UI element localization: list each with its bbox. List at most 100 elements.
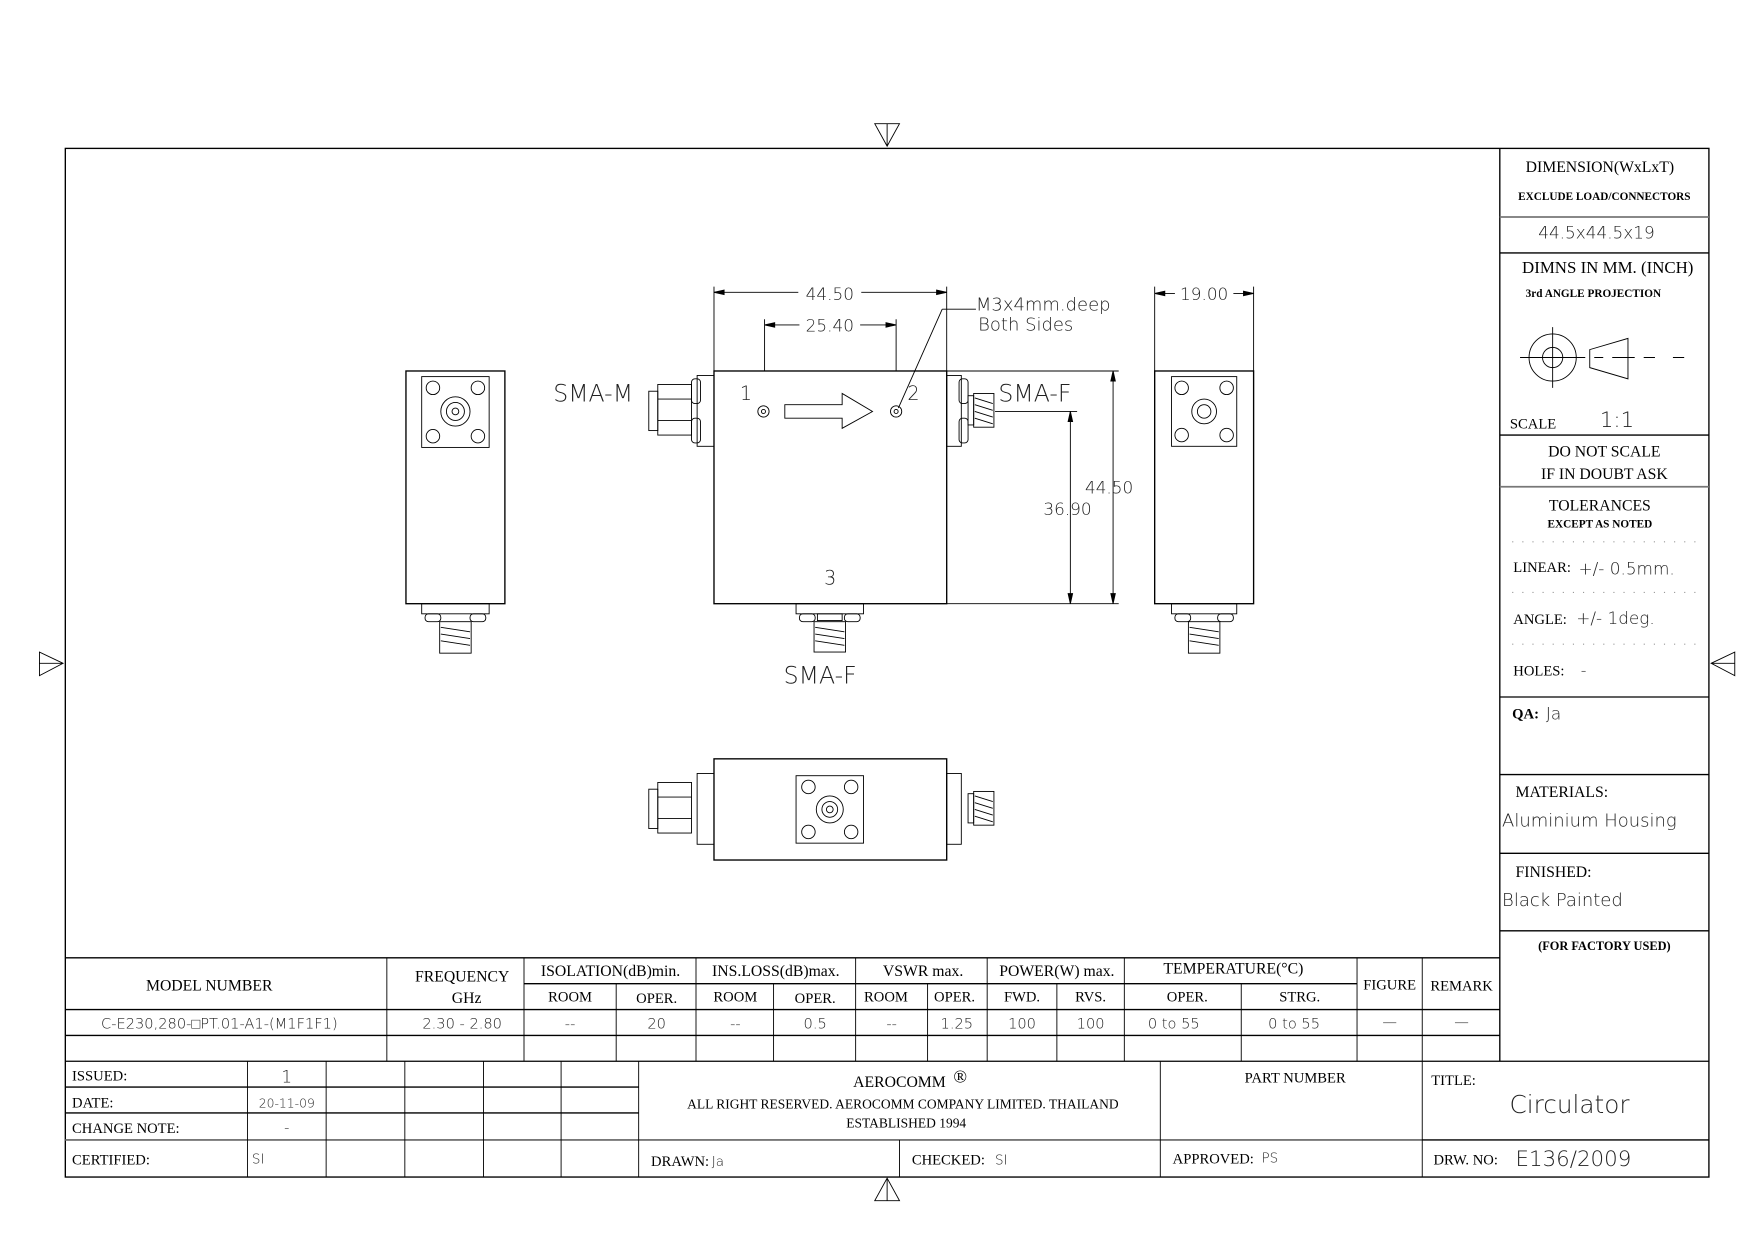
dim-port-height: 36.90 (1043, 499, 1091, 519)
linear-value: +/- 0.5mm. (1579, 558, 1675, 578)
drawing-number: E136/2009 (1516, 1147, 1632, 1172)
tolerances-title: TOLERANCES (1549, 497, 1651, 514)
finished-value: Black Painted (1502, 890, 1623, 911)
change-note-label: CHANGE NOTE: (72, 1121, 180, 1137)
part-number-label: PART NUMBER (1245, 1071, 1346, 1087)
subheader-cell: OPER. (636, 991, 677, 1007)
subheader-cell: OPER. (795, 991, 836, 1007)
angle-label: ANGLE: (1513, 612, 1567, 628)
cell-figure: — (1382, 1013, 1397, 1030)
issued-label: ISSUED: (72, 1068, 127, 1084)
company-name: AEROCOMM (853, 1074, 946, 1091)
holes-value: - (1581, 661, 1587, 680)
cell-temp-strg: 0 to 55 (1268, 1016, 1320, 1033)
table-row: C-E230,280-□PT.01-A1-(M1F1F1) 2.30 - 2.8… (101, 1013, 1469, 1032)
drawn-value: Ja (712, 1154, 724, 1170)
bottom-view (648, 758, 995, 861)
rights-notice: ALL RIGHT RESERVED. AEROCOMM COMPANY LIM… (687, 1096, 1119, 1111)
certified-label: CERTIFIED: (72, 1153, 150, 1169)
holes-label: HOLES: (1513, 664, 1564, 680)
subheader-cell: ROOM (548, 990, 592, 1006)
subheader-cell: OPER. (1167, 990, 1208, 1006)
cell-isolation-oper: 20 (647, 1016, 666, 1033)
dimension-title: DIMENSION(WxLxT) (1526, 159, 1674, 176)
subheader-row: ROOM OPER. ROOM OPER. ROOM OPER. FWD. RV… (548, 990, 1320, 1007)
qa-label: QA: (1512, 706, 1539, 722)
cell-insloss-room: -- (730, 1016, 741, 1033)
scale-value: 1:1 (1600, 408, 1634, 433)
approved-value: PS (1261, 1150, 1278, 1166)
side-info-panel: DIMENSION(WxLxT) EXCLUDE LOAD/CONNECTORS… (1499, 148, 1709, 1062)
thread-note-sides: Both Sides (978, 315, 1073, 336)
cell-frequency: 2.30 - 2.80 (422, 1016, 502, 1033)
cell-power-fwd: 100 (1008, 1016, 1036, 1033)
dimension-lines (713, 286, 1119, 605)
factory-used: (FOR FACTORY USED) (1538, 939, 1671, 953)
subheader-cell: STRG. (1279, 990, 1320, 1006)
date-value: 20-11-09 (259, 1096, 315, 1110)
linear-label: LINEAR: (1513, 560, 1571, 576)
right-side-view: 19.00 (1154, 284, 1255, 654)
sma-f-connector-icon (795, 603, 864, 653)
dimension-subtitle: EXCLUDE LOAD/CONNECTORS (1518, 191, 1690, 203)
connector-label-left: SMA-M (553, 379, 633, 407)
left-side-view (405, 370, 506, 654)
title-block: ISSUED: DATE: CHANGE NOTE: CERTIFIED: DR… (65, 1061, 1709, 1178)
cell-vswr-room: -- (886, 1016, 897, 1033)
mounting-hole-icon (890, 405, 903, 418)
dimns-unit: DIMNS IN MM. (INCH) (1522, 258, 1693, 277)
direction-arrow-icon (784, 392, 874, 430)
subheader-cell: ROOM (713, 990, 757, 1006)
spec-table: MODEL NUMBER FREQUENCY GHz ISOLATION(dB)… (65, 957, 1709, 1062)
cell-remark: — (1454, 1013, 1469, 1030)
materials-value: Aluminium Housing (1502, 810, 1677, 831)
issued-value: 1 (281, 1067, 292, 1087)
dim-hole-spacing: 25.40 (806, 316, 854, 336)
cell-insloss-oper: 0.5 (804, 1016, 827, 1033)
checked-value: SI (995, 1153, 1008, 1169)
header-power: POWER(W) max. (999, 963, 1114, 980)
title-label: TITLE: (1431, 1073, 1476, 1089)
header-isolation: ISOLATION(dB)min. (541, 963, 680, 980)
cell-model: C-E230,280-□PT.01-A1-(M1F1F1) (101, 1016, 338, 1033)
checked-label: CHECKED: (912, 1153, 985, 1169)
dim-height: 44.50 (1085, 478, 1133, 498)
cell-power-rvs: 100 (1077, 1016, 1105, 1033)
angle-value: +/- 1deg. (1576, 608, 1655, 628)
sma-f-connector-icon (946, 375, 995, 447)
thread-note: M3x4mm.deep (976, 294, 1111, 315)
port-3-label: 3 (824, 567, 836, 590)
port-2-label: 2 (907, 382, 919, 405)
subheader-cell: FWD. (1004, 990, 1040, 1006)
header-frequency-unit: GHz (452, 990, 482, 1007)
cell-isolation-room: -- (565, 1016, 576, 1033)
do-not-scale: DO NOT SCALE (1548, 443, 1660, 460)
header-insertion-loss: INS.LOSS(dB)max. (712, 963, 840, 980)
header-frequency: FREQUENCY (415, 968, 509, 985)
centering-markers (39, 123, 1736, 1202)
third-angle-projection-icon (1520, 327, 1685, 388)
date-label: DATE: (72, 1095, 113, 1111)
change-note-value: - (284, 1119, 289, 1136)
approved-label: APPROVED: (1173, 1152, 1254, 1168)
dimension-value: 44.5x44.5x19 (1538, 222, 1655, 242)
dim-thickness: 19.00 (1180, 284, 1228, 304)
port-1-label: 1 (740, 382, 752, 405)
mounting-hole-icon (757, 405, 770, 418)
header-figure: FIGURE (1363, 977, 1416, 993)
subheader-cell: ROOM (864, 990, 908, 1006)
drw-no-label: DRW. NO: (1433, 1153, 1497, 1169)
header-remark: REMARK (1430, 978, 1493, 994)
materials-label: MATERIALS: (1516, 784, 1609, 801)
subheader-cell: OPER. (934, 990, 975, 1006)
subheader-cell: RVS. (1075, 990, 1106, 1006)
header-model-number: MODEL NUMBER (146, 977, 273, 994)
header-vswr: VSWR max. (883, 963, 963, 980)
cell-temp-oper: 0 to 55 (1148, 1016, 1200, 1033)
finished-label: FINISHED: (1516, 864, 1592, 881)
if-in-doubt-ask: IF IN DOUBT ASK (1541, 466, 1668, 483)
sma-m-connector-icon (648, 375, 715, 447)
cell-vswr-oper: 1.25 (941, 1016, 974, 1033)
drawn-label: DRAWN: (651, 1154, 709, 1170)
